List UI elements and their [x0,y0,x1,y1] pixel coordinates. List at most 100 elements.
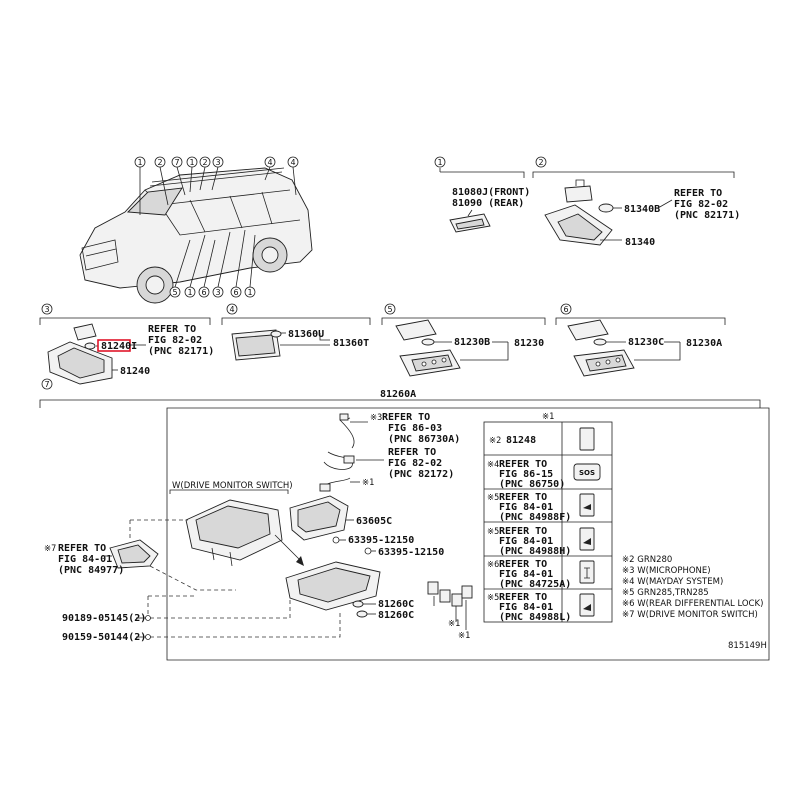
table-row-l2: FIG 86-15 [499,469,553,480]
ref7-refer: REFER TO [58,543,106,554]
sec3-part-highlighted: 81240I [101,341,137,352]
sec2-pnc: (PNC 82171) [674,210,740,221]
section-6-callout: 6 [563,305,568,314]
sec4-part-a: 81360U [288,329,324,340]
bolt-2: 90159-50144(2) [62,632,146,643]
ref3-refer: REFER TO [382,412,430,423]
blank-switch-icon [579,427,595,451]
sec6-part-b: 81230A [686,338,722,349]
table-row-l3: (PNC 86750) [499,479,565,490]
section-1: 1 81080J(FRONT) 81090 (REAR) [434,156,530,233]
table-row-mark: ※4 [487,460,499,470]
car-callout: 6 [233,288,238,297]
ref2-fig: FIG 82-02 [388,458,442,469]
section-4-callout: 4 [229,305,234,314]
table-row-l1: REFER TO [499,492,547,503]
ref2-refer: REFER TO [388,447,436,458]
ref3-fig: FIG 86-03 [388,423,442,434]
table-row-mark: ※5 [487,527,499,537]
sos-label: SOS [579,469,595,477]
section-5-callout: 5 [387,305,392,314]
car-callout: 1 [189,158,194,167]
diagram-code: 815149H [728,641,767,651]
mark-1: ※1 [362,478,374,488]
sec2-fig: FIG 82-02 [674,199,728,210]
mark-1c: ※1 [458,631,470,641]
car-callout: 7 [174,158,179,167]
legend-item: ※6 W(REAR DIFFERENTIAL LOCK) [622,599,763,609]
sec4-part-b: 81360T [333,338,369,349]
bolt-1: 90189-05145(2) [62,613,146,624]
car-callout: 3 [215,158,220,167]
legend-item: ※4 W(MAYDAY SYSTEM) [622,577,723,587]
car-callout: 6 [201,288,206,297]
table-row-l1: REFER TO [499,592,547,603]
car-callout: 4 [290,158,295,167]
legend-item: ※7 W(DRIVE MONITOR SWITCH) [622,610,758,620]
sec3-refer: REFER TO [148,324,196,335]
car-callouts-bottom: 5 1 6 3 6 1 [169,286,256,298]
car-callout: 1 [137,158,142,167]
table-row-l3: (PNC 84988L) [499,612,571,623]
section-6: 6 81230C 81230A [555,303,726,377]
legend-item: ※5 GRN285,TRN285 [622,588,709,598]
sec1-part-front: 81080J(FRONT) [452,187,530,198]
sec7-assembly-number: 81260A [380,389,416,400]
car-callout: 4 [267,158,272,167]
car-callout: 2 [157,158,162,167]
table-row-l1: REFER TO [499,526,547,537]
legend-item: ※3 W(MICROPHONE) [622,566,711,576]
ref7-pnc: (PNC 84977) [58,565,124,576]
mark-1b: ※1 [448,619,460,629]
sunshade-switch-2-icon [579,527,595,551]
sec3-pnc: (PNC 82171) [148,346,214,357]
section-7-callout: 7 [44,380,49,389]
vehicle-illustration [79,166,313,304]
section-3: 3 81240I REFER TO FIG 82-02 (PNC 82171) … [39,303,214,385]
notes-legend: ※2 GRN280 ※3 W(MICROPHONE) ※4 W(MAYDAY S… [622,555,763,620]
car-callout: 3 [215,288,220,297]
ref7-fig: FIG 84-01 [58,554,112,565]
section-5: 5 81230B 81230 [381,303,546,377]
car-callout: 5 [172,288,177,297]
ref7-mark: ※7 [44,544,56,554]
table-row-l2: FIG 84-01 [499,569,553,580]
sec2-part-b: 81340 [625,237,655,248]
table-row-l2: FIG 84-01 [499,602,553,613]
sos-button-icon [573,463,601,481]
sunshade-switch-3-icon [579,593,595,617]
table-row-mark: ※5 [487,493,499,503]
table-row-l3: (PNC 84988H) [499,546,571,557]
ref3-mark: ※3 [370,413,382,423]
section-2-callout: 2 [538,158,543,167]
sec3-part-b: 81240 [120,366,150,377]
car-callout: 1 [247,288,252,297]
ref2-pnc: (PNC 82172) [388,469,454,480]
table-row-l1: REFER TO [499,459,547,470]
section-1-callout: 1 [437,158,442,167]
table-row-l1: REFER TO [499,559,547,570]
sec5-part-b: 81230 [514,338,544,349]
sec2-part-a: 81340B [624,204,660,215]
sec1-part-rear: 81090 (REAR) [452,198,524,209]
screw-2: 63395-12150 [378,547,444,558]
sec2-refer: REFER TO [674,188,722,199]
part-63605c: 63605C [356,516,392,527]
drive-monitor-label: W(DRIVE MONITOR SWITCH) [172,481,293,491]
table-row-mark: ※6 [487,560,499,570]
ref3-pnc: (PNC 86730A) [388,434,460,445]
lens-2: 81260C [378,610,414,621]
section-7: 7 81260A W(DRIVE MONITOR SWITCH) 63605C … [39,378,770,661]
lens-1: 81260C [378,599,414,610]
table-row-l3: (PNC 84988F) [499,512,571,523]
table-row-l2: FIG 84-01 [499,536,553,547]
table-row-l2: FIG 84-01 [499,502,553,513]
highlight-box [97,339,131,352]
sunshade-switch-icon [579,493,595,517]
legend-item: ※2 GRN280 [622,555,672,565]
screw-1: 63395-12150 [348,535,414,546]
table-row-mark: ※2 [489,436,501,446]
table-row-l1: 81248 [506,435,536,446]
car-callout: 1 [187,288,192,297]
